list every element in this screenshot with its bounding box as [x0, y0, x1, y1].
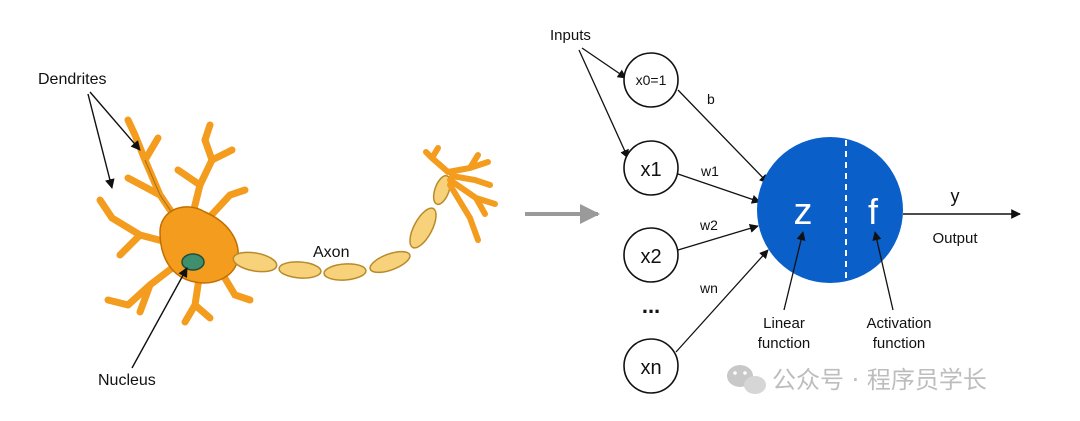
edge-b	[677, 89, 769, 184]
activation-label-1: Activation	[866, 315, 931, 332]
input-node-x2-label: x2	[640, 246, 661, 268]
watermark-text: 公众号 · 程序员学长	[772, 366, 987, 394]
nucleus-label: Nucleus	[98, 372, 156, 389]
input-node-x0: x0=1	[623, 52, 679, 108]
activation-label-2: function	[873, 335, 926, 352]
input-node-x2: x2	[623, 227, 679, 283]
edge-w1	[677, 173, 761, 204]
ellipsis: ...	[642, 293, 660, 318]
axon-terminals	[423, 145, 498, 243]
neuron-unit	[757, 137, 903, 283]
input-node-xn-label: xn	[640, 357, 661, 379]
output-label: Output	[932, 230, 978, 247]
weight-wn: wn	[699, 280, 718, 296]
wechat-icon	[727, 365, 766, 394]
weight-w2: w2	[699, 217, 718, 233]
perceptron-diagram: Inputs x0=1 x1 x2 ... xn b w1 w2 wn	[550, 27, 1021, 394]
linear-label-1: Linear	[763, 315, 805, 332]
input-node-x1: x1	[623, 140, 679, 196]
input-node-xn: xn	[623, 338, 679, 394]
activation-pointer	[872, 231, 894, 311]
z-label: z	[794, 191, 813, 233]
edge-w2	[677, 223, 759, 251]
inputs-label: Inputs	[550, 27, 591, 44]
dendrites-pointer-2	[87, 93, 115, 189]
linear-label-2: function	[758, 335, 811, 352]
axon-label: Axon	[313, 244, 349, 261]
f-label: f	[868, 191, 879, 232]
weight-w1: w1	[700, 163, 719, 179]
nucleus-pointer	[131, 267, 188, 369]
y-label: y	[951, 186, 960, 206]
inputs-pointer-1	[581, 47, 627, 79]
edge-wn	[675, 249, 769, 353]
dendrites-label: Dendrites	[38, 71, 106, 88]
axon	[232, 174, 452, 281]
neuron-illustration: Dendrites Axon Nucleus	[38, 71, 498, 389]
input-node-x0-label: x0=1	[636, 72, 667, 88]
inputs-pointer-2	[578, 49, 629, 159]
weight-b: b	[707, 91, 715, 107]
watermark: 公众号 · 程序员学长	[727, 365, 987, 394]
nucleus	[181, 253, 205, 271]
dendrites-pointer-1	[89, 91, 141, 151]
linear-pointer	[783, 231, 806, 311]
dendrites	[96, 116, 254, 326]
input-node-x1-label: x1	[640, 159, 661, 181]
